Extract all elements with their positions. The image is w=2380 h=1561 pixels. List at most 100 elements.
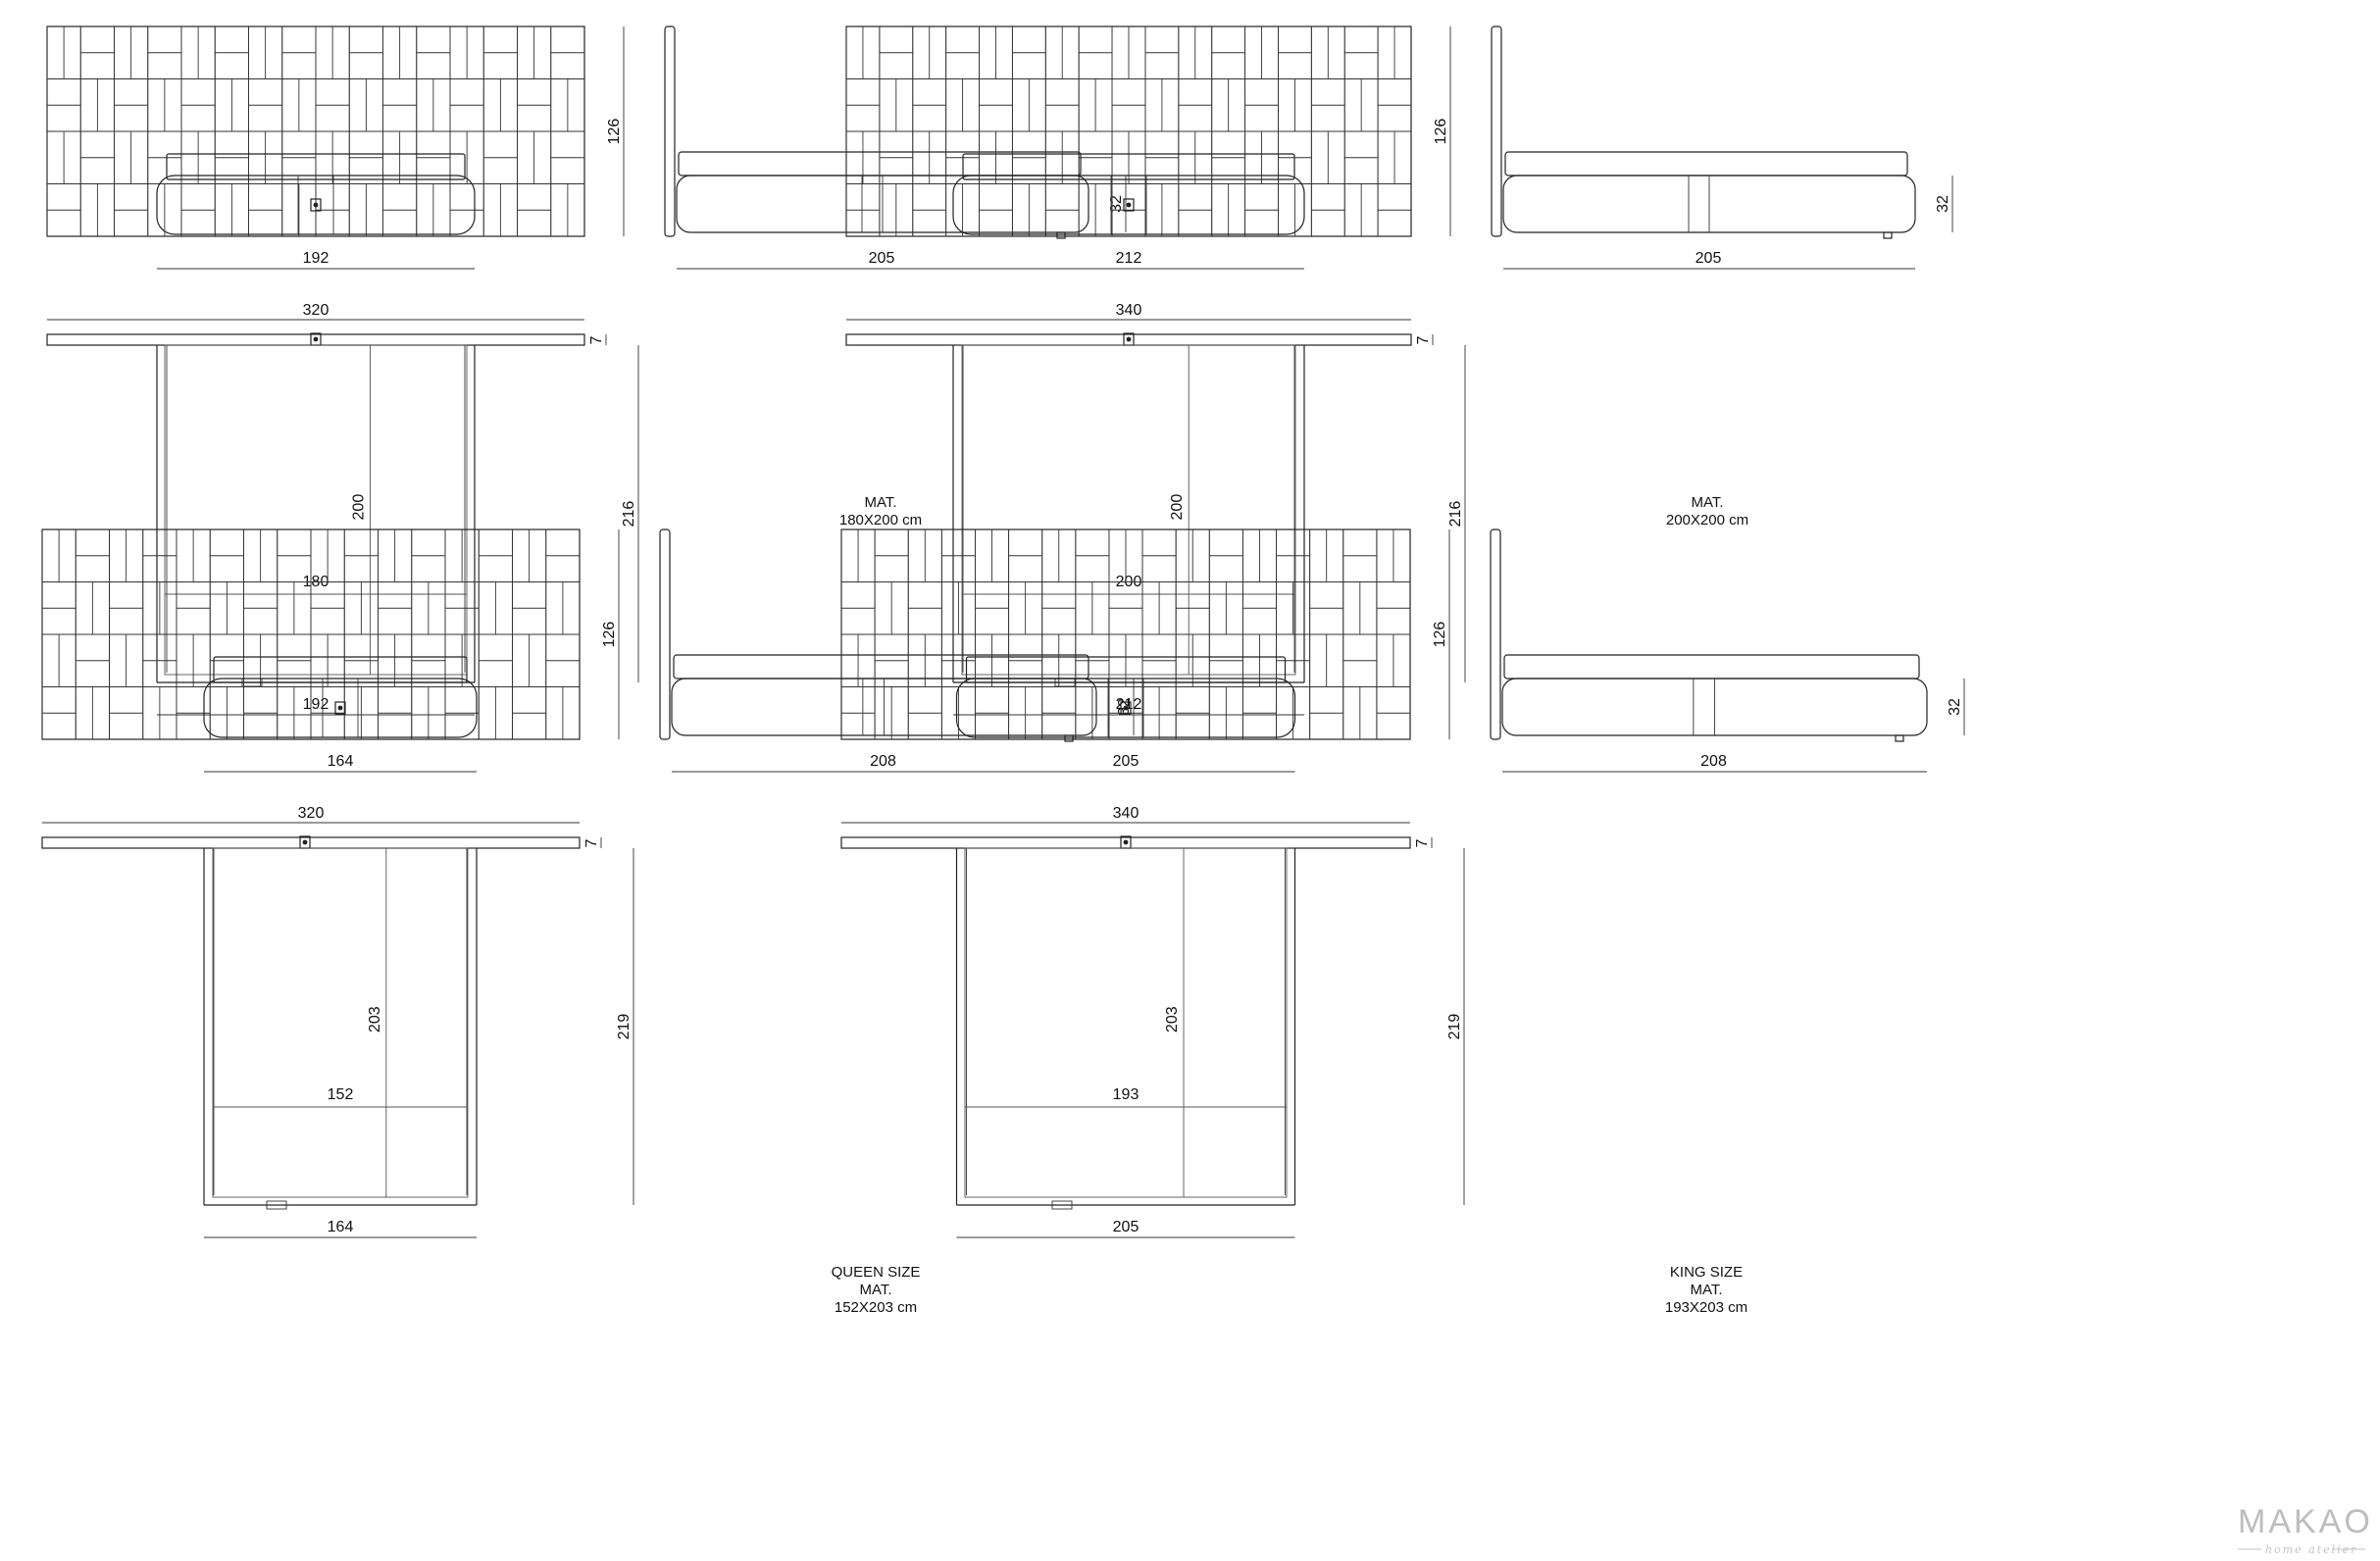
dim-base-width: 164 (328, 1219, 354, 1235)
emblem-dot (1123, 839, 1129, 845)
dim-front-width: 212 (1116, 250, 1142, 267)
dim-side-depth: 205 (869, 250, 895, 267)
mattress-front (962, 153, 1295, 180)
note-line: 180X200 cm (839, 512, 922, 529)
note-line: 152X203 cm (835, 1299, 917, 1316)
foot-side (1883, 231, 1893, 239)
top-view: 320 7 152 203 219 164 (41, 805, 634, 1238)
headboard-side (664, 25, 676, 237)
front-view: 126 164 (41, 529, 620, 773)
bed-base-front (203, 678, 478, 738)
dim-front-height: 126 (1433, 119, 1449, 145)
dim-base-width: 205 (1113, 1219, 1139, 1235)
dim-overall-width: 340 (1113, 805, 1139, 822)
dim-headboard-depth: 7 (583, 838, 600, 847)
makao-logo: MAKAO home atelier (2238, 1503, 2373, 1556)
emblem-icon (1120, 701, 1132, 715)
emblem-dot (1126, 336, 1132, 342)
emblem-dot (337, 705, 343, 711)
mattress-side (1503, 654, 1920, 680)
dim-overall-width: 320 (303, 302, 329, 319)
side-view: 32 205 (1491, 25, 1953, 270)
dim-headboard-depth: 7 (588, 335, 605, 344)
bed-base-front (955, 678, 1296, 738)
dim-mattress-length: 203 (367, 1006, 383, 1032)
dim-headboard-depth: 7 (1415, 335, 1432, 344)
dim-base-width: 192 (303, 696, 329, 713)
dim-base-height: 32 (1947, 698, 1963, 716)
mattress-front (166, 153, 466, 180)
foot-side (1056, 231, 1066, 239)
emblem-icon (1123, 198, 1135, 212)
mattress-side (1504, 151, 1908, 176)
emblem-dot (1123, 705, 1129, 711)
dim-overall-length: 219 (1446, 1014, 1463, 1040)
bed-base-front (156, 175, 476, 235)
dim-mattress-length: 200 (1169, 494, 1186, 521)
note-line: MAT. (1691, 494, 1723, 511)
mattress-front (213, 656, 468, 683)
emblem-dot (313, 336, 319, 342)
dim-headboard-depth: 7 (1414, 838, 1431, 847)
note-line: KING SIZE (1670, 1264, 1743, 1281)
dim-base-height: 32 (1935, 195, 1951, 213)
note-line: MAT. (859, 1282, 891, 1298)
mattress-top (961, 344, 1296, 676)
emblem-dot (302, 839, 308, 845)
emblem-dot (313, 202, 319, 208)
mattress-top (164, 344, 468, 676)
dim-side-depth: 208 (1700, 753, 1727, 770)
bed-base-front (952, 175, 1305, 235)
dim-front-width: 205 (1113, 753, 1139, 770)
headboard-side (1491, 25, 1502, 237)
dim-overall-length: 219 (616, 1014, 633, 1040)
headboard-side (659, 529, 671, 740)
dim-side-depth: 208 (870, 753, 896, 770)
dim-base-width: 212 (1116, 696, 1142, 713)
note-line: MAT. (864, 494, 896, 511)
foot-side (1895, 734, 1904, 742)
foot-tab (1051, 1200, 1073, 1210)
foot-tab (266, 1200, 287, 1210)
emblem-icon (334, 701, 346, 715)
logo-tagline: home atelier (2265, 1543, 2357, 1556)
dim-overall-length: 216 (1447, 501, 1464, 528)
side-view: 32 208 (1490, 529, 1965, 773)
dim-mattress-width: 152 (328, 1086, 354, 1103)
emblem-icon (310, 198, 322, 212)
front-view: 126 212 (845, 25, 1451, 270)
dim-mattress-width: 193 (1113, 1086, 1139, 1103)
note-line: MAT. (1690, 1282, 1722, 1298)
mattress-note: MAT.200X200 cm (1666, 494, 1748, 529)
note-line: QUEEN SIZE (832, 1264, 921, 1281)
logo-name: MAKAO (2238, 1503, 2373, 1540)
mattress-note: MAT.180X200 cm (839, 494, 922, 529)
dim-mattress-length: 200 (350, 494, 367, 521)
front-view: 126 205 (840, 529, 1450, 773)
dim-side-depth: 205 (1696, 250, 1722, 267)
dim-front-width: 164 (328, 753, 354, 770)
dim-overall-width: 320 (298, 805, 325, 822)
dim-front-width: 192 (303, 250, 329, 267)
dim-overall-length: 216 (621, 501, 637, 528)
headboard-side (1490, 529, 1501, 740)
dim-front-height: 126 (601, 622, 618, 648)
dim-front-height: 126 (606, 119, 623, 145)
front-view: 126 192 (46, 25, 625, 270)
note-line: 200X200 cm (1666, 512, 1748, 529)
mattress-top (212, 847, 469, 1198)
dim-front-height: 126 (1432, 622, 1448, 648)
